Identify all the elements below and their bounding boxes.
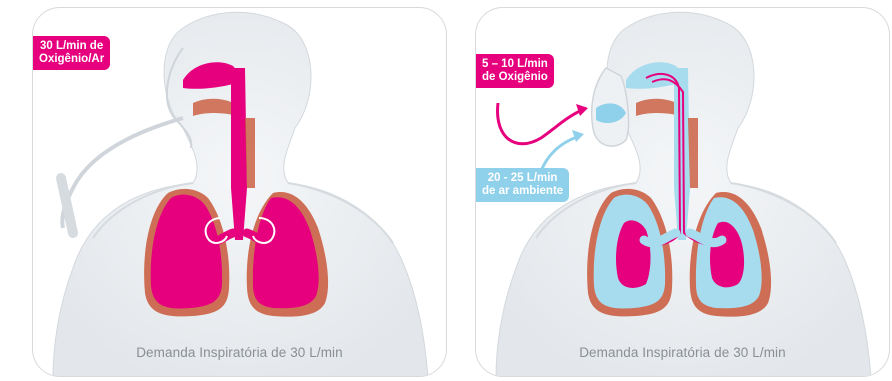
trachea <box>674 68 690 240</box>
ambient-air-flow-label: 20 - 25 L/min de ar ambiente <box>476 168 569 202</box>
flow-rate-label-line1: 30 L/min de <box>39 40 104 53</box>
air-arrowhead <box>572 130 584 142</box>
oxygen-flow-label-line1: 5 – 10 L/min <box>482 58 548 71</box>
flow-rate-label: 30 L/min de Oxigênio/Ar <box>33 36 110 70</box>
oxygen-flow-label-line2: de Oxigênio <box>482 71 548 84</box>
ambient-air-flow-label-line2: de ar ambiente <box>482 185 563 198</box>
oxygen-flow-label: 5 – 10 L/min de Oxigênio <box>476 54 554 88</box>
oxygen-arrowhead <box>576 104 588 116</box>
left-lung-oxygen <box>616 220 651 288</box>
ambient-air-flow-label-line1: 20 - 25 L/min <box>482 172 563 185</box>
panel-caption: Demanda Inspiratória de 30 L/min <box>476 345 889 360</box>
trachea <box>231 68 247 240</box>
low-flow-panel: 5 – 10 L/min de Oxigênio 20 - 25 L/min d… <box>475 7 890 377</box>
high-flow-panel: 30 L/min de Oxigênio/Ar Demanda Inspirat… <box>32 7 447 377</box>
flow-rate-label-line2: Oxigênio/Ar <box>39 53 104 66</box>
panel-caption: Demanda Inspiratória de 30 L/min <box>33 345 446 360</box>
